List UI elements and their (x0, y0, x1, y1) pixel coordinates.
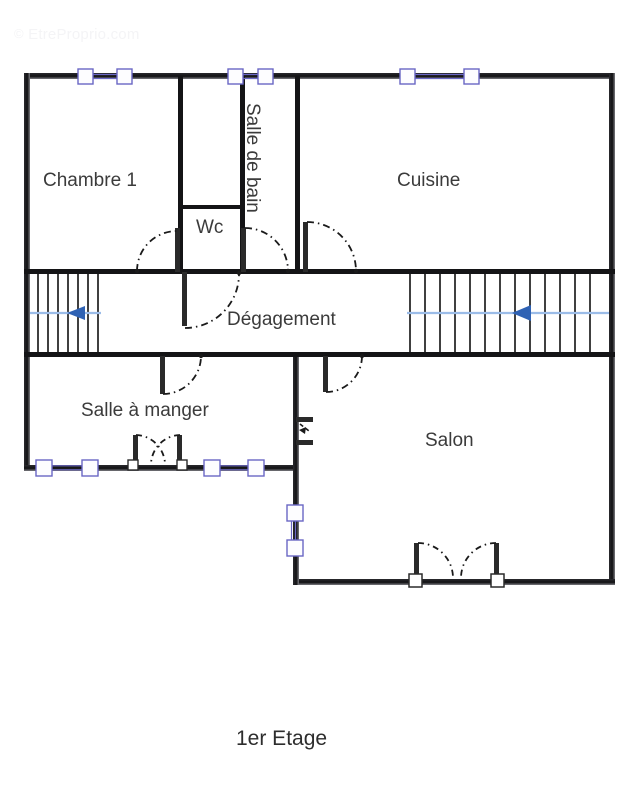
stairs-right-arrow-icon (512, 305, 531, 321)
wall-right (609, 73, 615, 585)
wall-sdb-left (240, 76, 245, 274)
room-label-salle-de-bain: Salle de bain (242, 103, 263, 213)
wall-sdb-right (295, 76, 300, 274)
french-door-salon (408, 542, 505, 588)
room-label-salle-a-manger: Salle à manger (81, 400, 209, 421)
room-label-salon: Salon (425, 430, 474, 451)
window-salle-a-manger-right (203, 459, 265, 477)
wall-corridor-top (24, 269, 615, 274)
room-label-cuisine: Cuisine (397, 170, 461, 191)
door-cuisine (303, 221, 359, 274)
window-cuisine (399, 68, 480, 85)
stairs-left (30, 274, 101, 352)
door-salon (323, 353, 365, 393)
window-chambre-1 (77, 68, 133, 85)
room-label-chambre-1: Chambre 1 (43, 170, 137, 191)
room-label-degagement: Dégagement (227, 309, 336, 330)
wall-bottom-left (24, 465, 299, 471)
plan-caption: 1er Etage (236, 727, 328, 750)
wall-top (24, 73, 615, 79)
french-door-salle-a-manger (127, 434, 188, 471)
sliding-door-salon (296, 417, 313, 445)
interior-partitions (178, 76, 300, 274)
window-salle-de-bain (227, 68, 274, 85)
wall-bottom-right (293, 579, 615, 585)
wall-corridor-bottom (24, 352, 615, 357)
door-salle-de-bain (241, 227, 291, 274)
stairs-left-arrow-icon (67, 306, 85, 320)
door-salle-a-manger (160, 353, 204, 395)
door-chambre-1 (134, 228, 180, 274)
wall-wc-top (178, 205, 245, 209)
wall-chambre-right (178, 76, 183, 274)
door-wc (182, 270, 242, 329)
window-salle-a-manger-left (35, 459, 99, 477)
window-salon-west (286, 504, 304, 557)
stairs-right (407, 274, 609, 352)
room-label-wc: Wc (196, 217, 224, 238)
corridor-walls (24, 269, 615, 357)
wall-mid-vertical (293, 355, 299, 585)
